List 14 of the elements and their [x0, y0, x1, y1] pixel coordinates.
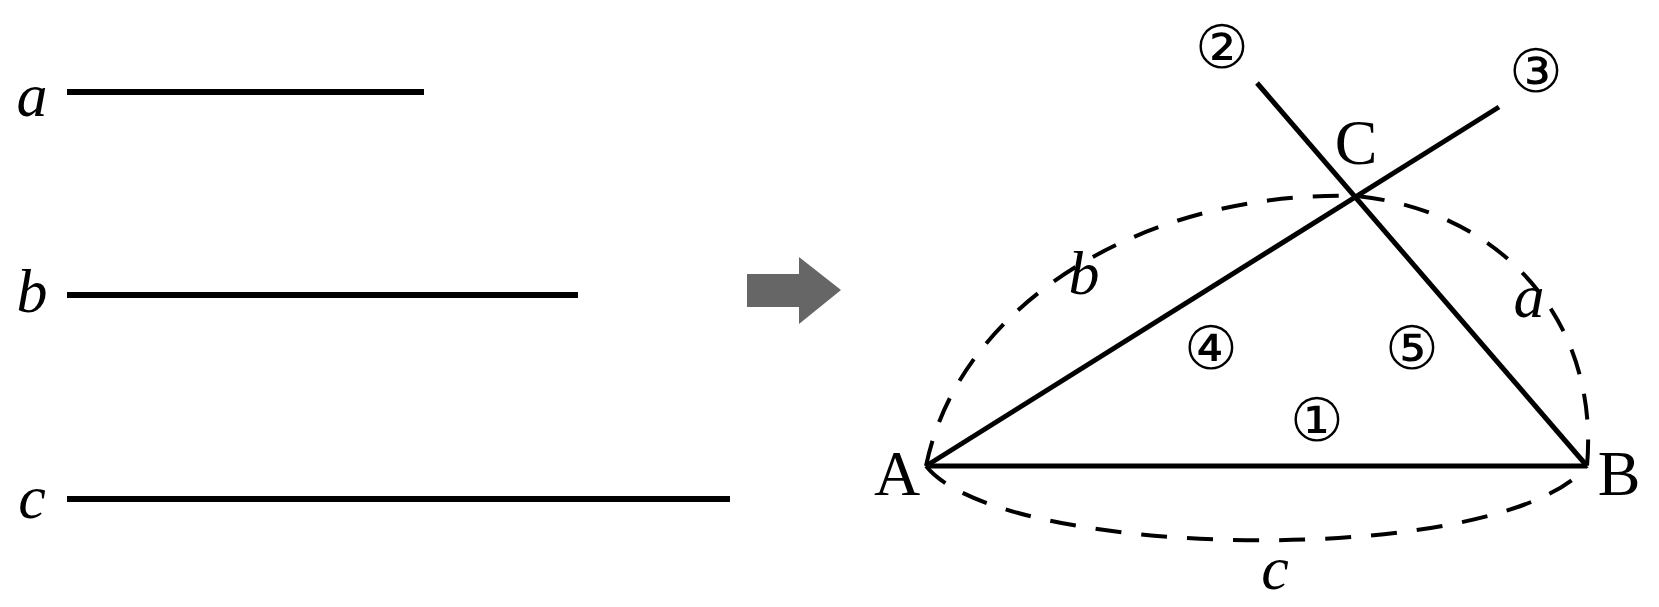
arc-label: a [1513, 265, 1545, 327]
point-label: C [1334, 111, 1378, 175]
callout-number: ④ [1184, 319, 1238, 379]
arc-label: b [1068, 242, 1100, 304]
callout-number: ② [1195, 18, 1249, 78]
callout-number: ① [1290, 391, 1344, 451]
segment-label: a [16, 64, 48, 126]
callout-number: ③ [1509, 42, 1563, 102]
point-label: A [873, 442, 921, 506]
arc-label: c [1261, 537, 1289, 599]
segment-label: c [18, 466, 46, 528]
segment-label: b [16, 260, 48, 322]
point-label: B [1597, 442, 1641, 506]
callout-number: ⑤ [1385, 319, 1439, 379]
